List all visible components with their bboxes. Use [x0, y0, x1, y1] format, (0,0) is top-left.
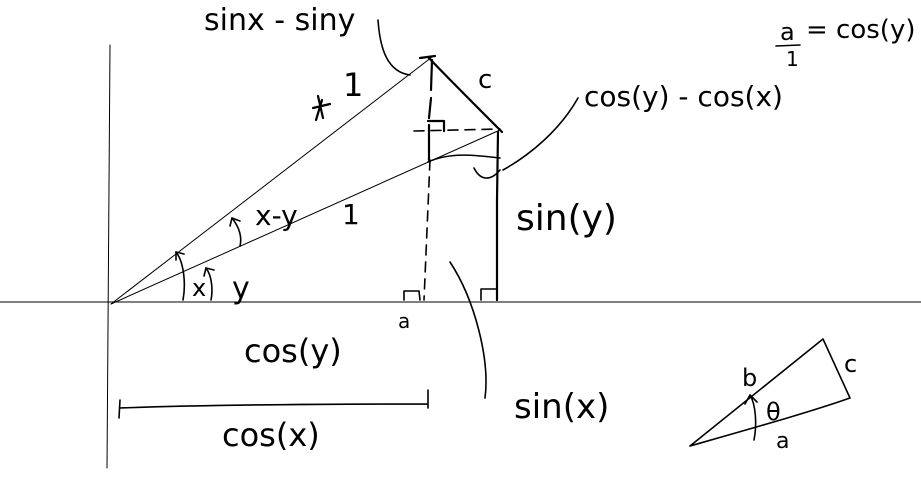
label-cos-y-bottom: cos(y): [244, 332, 342, 370]
legend-label-b: b: [742, 364, 757, 392]
legend-theta-arrow: [744, 394, 758, 441]
ray-angle-x: [110, 56, 433, 305]
right-angle-b: [480, 288, 498, 301]
fraction-bar: [775, 44, 801, 47]
pointer-sin-x: [449, 261, 487, 399]
scribble-mark: [311, 94, 332, 122]
legend-label-a: a: [776, 429, 789, 454]
bracket-sin-y-hook: [473, 167, 501, 179]
right-angle-top: [426, 119, 446, 133]
legend-triangle: [689, 338, 851, 447]
sin-y-vertical: [495, 130, 500, 302]
dashed-horizontal-cos-diff: [413, 128, 501, 132]
legend-label-c: c: [844, 350, 857, 378]
y-axis: [106, 44, 111, 469]
angle-arc-y-arrow: [203, 267, 215, 277]
label-eq-cos-y: = cos(y): [806, 15, 915, 45]
right-angle-a: [403, 290, 421, 301]
angle-arc-y: [205, 267, 213, 301]
label-one-top: 1: [343, 66, 363, 104]
cos-x-bracket: [118, 389, 429, 419]
label-one-mid: 1: [342, 198, 360, 231]
pointer-sinx-siny: [377, 19, 411, 76]
bracket-small: [427, 154, 501, 163]
top-vertex-left: [418, 54, 437, 60]
label-a-small: a: [398, 309, 410, 333]
angle-arc-x-arrow: [175, 251, 185, 261]
label-angle-x: x: [192, 274, 206, 302]
pointer-cos-diff: [502, 97, 579, 171]
label-c-top: c: [478, 65, 492, 95]
angle-arc-x-minus-y: [231, 217, 242, 247]
label-x-minus-y: x-y: [255, 199, 298, 232]
label-cos-x-bottom: cos(x): [222, 416, 320, 454]
vertical-sinx-minus-siny: [427, 58, 434, 162]
angle-arc-x: [175, 251, 186, 301]
label-sin-x: sin(x): [514, 387, 609, 427]
legend-label-theta: θ: [766, 398, 781, 426]
segment-c: [426, 55, 504, 134]
ray-angle-y: [110, 129, 501, 305]
label-a-over-1-num: a: [780, 18, 795, 46]
angle-arc-x-minus-y-arrow: [229, 217, 241, 227]
label-sinx-minus-siny: sinx - siny: [204, 3, 355, 38]
label-sin-y: sin(y): [516, 198, 617, 239]
label-angle-y: y: [232, 271, 250, 306]
label-a-over-1-den: 1: [786, 47, 799, 71]
label-cos-y-minus-cos-x: cos(y) - cos(x): [584, 80, 783, 113]
dashed-sinx-vertical: [423, 159, 431, 301]
